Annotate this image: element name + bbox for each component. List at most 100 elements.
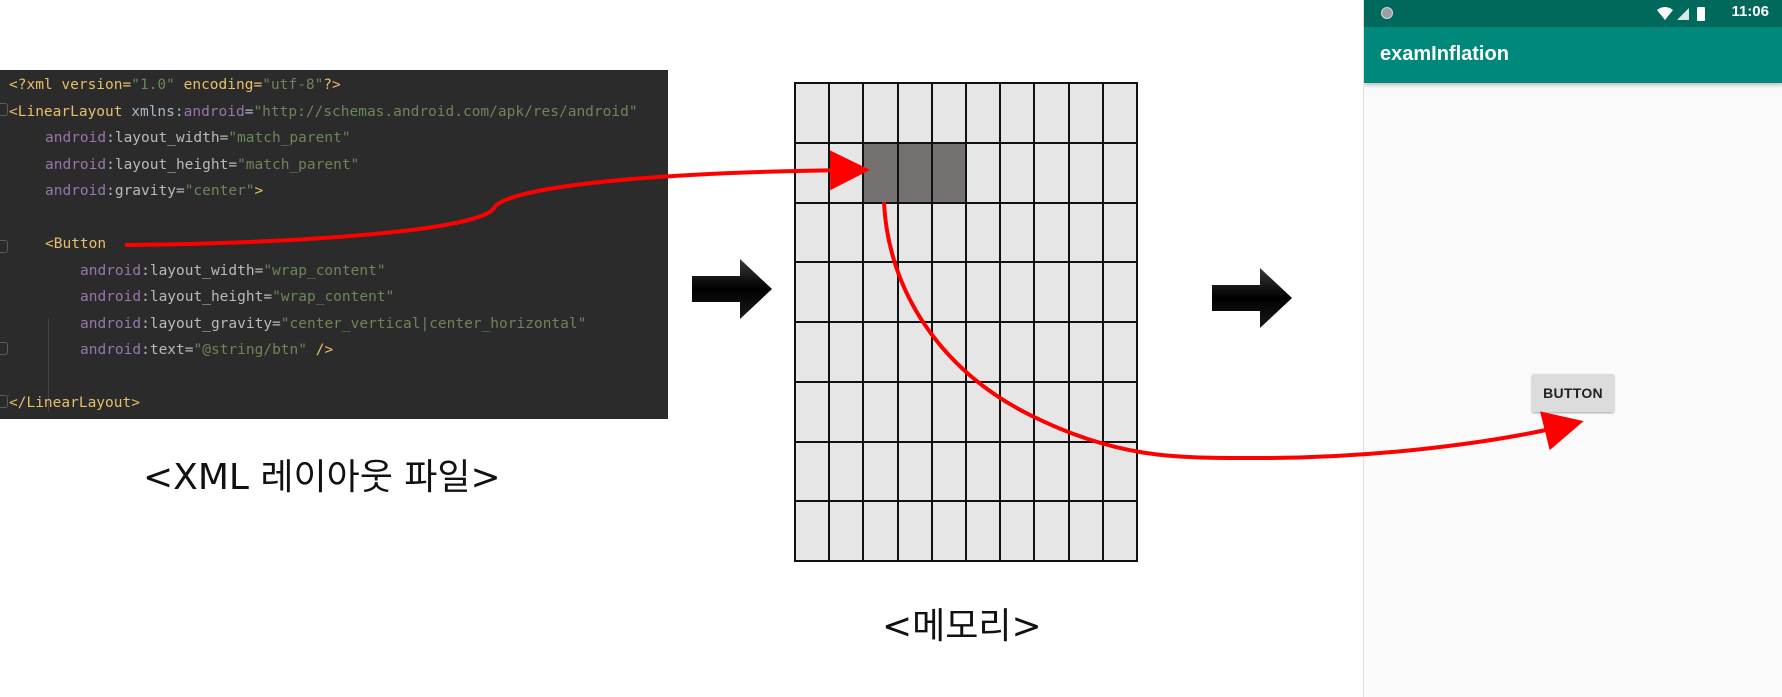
memory-cell xyxy=(897,501,932,561)
status-time: 11:06 xyxy=(1731,3,1769,20)
code-line-layout-height: android:layout_height="match_parent" xyxy=(45,157,360,173)
memory-cell xyxy=(1000,322,1035,382)
memory-cell xyxy=(897,441,932,502)
code-line-button-height: android:layout_height="wrap_content" xyxy=(80,289,395,305)
memory-cell-allocated xyxy=(931,142,966,203)
memory-cell xyxy=(795,501,830,561)
memory-cell xyxy=(1102,262,1137,322)
status-bar: 11:06 xyxy=(1364,0,1782,27)
memory-cell xyxy=(829,202,864,263)
indent-guide xyxy=(48,318,49,412)
memory-cell xyxy=(829,381,864,442)
memory-cell xyxy=(966,83,1001,143)
memory-cell xyxy=(1102,441,1137,502)
memory-cell xyxy=(863,381,898,442)
battery-icon xyxy=(1697,7,1705,21)
memory-cell xyxy=(897,83,932,143)
memory-cell xyxy=(863,262,898,322)
memory-cell xyxy=(863,441,898,502)
memory-cell xyxy=(1000,501,1035,561)
code-line-button-width: android:layout_width="wrap_content" xyxy=(80,263,386,279)
memory-cell xyxy=(1102,202,1137,263)
memory-cell xyxy=(829,262,864,322)
memory-cell xyxy=(931,83,966,143)
memory-cell xyxy=(1000,142,1035,203)
memory-cell xyxy=(829,322,864,382)
app-bar: examInflation xyxy=(1364,27,1782,83)
memory-cell xyxy=(1068,381,1103,442)
memory-to-screen-arrow xyxy=(882,201,1584,461)
memory-cell xyxy=(1034,262,1069,322)
xml-layout-caption: <XML 레이아웃 파일> xyxy=(143,457,501,498)
memory-cell xyxy=(795,202,830,263)
memory-cell xyxy=(931,262,966,322)
memory-cell xyxy=(863,501,898,561)
memory-cell xyxy=(897,322,932,382)
code-line-button-gravity: android:layout_gravity="center_vertical|… xyxy=(80,316,587,332)
memory-cell xyxy=(795,83,830,143)
memory-cell xyxy=(966,142,1001,203)
memory-cell xyxy=(795,262,830,322)
memory-cell xyxy=(829,441,864,502)
memory-cell xyxy=(1102,322,1137,382)
app-title: examInflation xyxy=(1380,43,1509,65)
memory-cell xyxy=(1000,202,1035,263)
memory-cell xyxy=(1102,501,1137,561)
memory-cell xyxy=(829,83,864,143)
memory-cell xyxy=(795,381,830,442)
fold-marker-icon xyxy=(0,103,8,116)
memory-cell xyxy=(966,262,1001,322)
memory-cell xyxy=(966,322,1001,382)
memory-cell xyxy=(1034,83,1069,143)
memory-cell xyxy=(1068,441,1103,502)
memory-cell xyxy=(863,83,898,143)
memory-cell xyxy=(1034,501,1069,561)
memory-cell xyxy=(1034,441,1069,502)
android-phone-screen: 11:06 examInflation BUTTON xyxy=(1363,0,1782,697)
memory-cell xyxy=(966,501,1001,561)
wifi-icon xyxy=(1657,7,1673,20)
memory-cell xyxy=(1000,262,1035,322)
code-line-linearlayout-open: <LinearLayout xmlns:android="http://sche… xyxy=(9,104,638,120)
xml-to-memory-arrow xyxy=(124,150,870,247)
memory-cell xyxy=(1000,83,1035,143)
memory-cell xyxy=(897,381,932,442)
memory-cell xyxy=(931,202,966,263)
memory-cell xyxy=(1000,381,1035,442)
memory-cell xyxy=(1068,501,1103,561)
memory-cell xyxy=(1068,262,1103,322)
memory-cell xyxy=(931,501,966,561)
memory-cell xyxy=(1000,441,1035,502)
code-line-button-open: <Button xyxy=(45,236,107,252)
memory-grid xyxy=(794,82,1138,562)
memory-cell xyxy=(1102,83,1137,143)
memory-cell xyxy=(931,322,966,382)
notification-dot-icon xyxy=(1381,7,1393,19)
memory-cell xyxy=(1034,202,1069,263)
signal-icon xyxy=(1677,8,1689,20)
code-line-gravity: android:gravity="center"> xyxy=(45,183,264,199)
fold-marker-icon xyxy=(0,395,8,408)
memory-cell xyxy=(795,441,830,502)
memory-cell xyxy=(966,202,1001,263)
memory-cell-allocated xyxy=(897,142,932,203)
memory-cell xyxy=(931,381,966,442)
memory-cell xyxy=(1102,142,1137,203)
code-line-layout-width: android:layout_width="match_parent" xyxy=(45,130,351,146)
memory-cell xyxy=(897,202,932,263)
code-line-button-text: android:text="@string/btn" /> xyxy=(80,342,334,358)
memory-cell xyxy=(863,322,898,382)
memory-cell xyxy=(1068,322,1103,382)
inflated-button[interactable]: BUTTON xyxy=(1532,374,1614,412)
fold-marker-icon xyxy=(0,240,8,253)
memory-cell xyxy=(829,501,864,561)
memory-cell xyxy=(966,441,1001,502)
fold-marker-icon xyxy=(0,342,8,355)
status-icons xyxy=(1657,7,1705,21)
memory-cell xyxy=(795,322,830,382)
memory-cell xyxy=(1034,322,1069,382)
memory-cell xyxy=(1068,83,1103,143)
code-line-xml-declaration: <?xml version="1.0" encoding="utf-8"?> xyxy=(9,77,341,93)
memory-caption: <메모리> xyxy=(882,606,1042,647)
memory-cell xyxy=(1034,142,1069,203)
